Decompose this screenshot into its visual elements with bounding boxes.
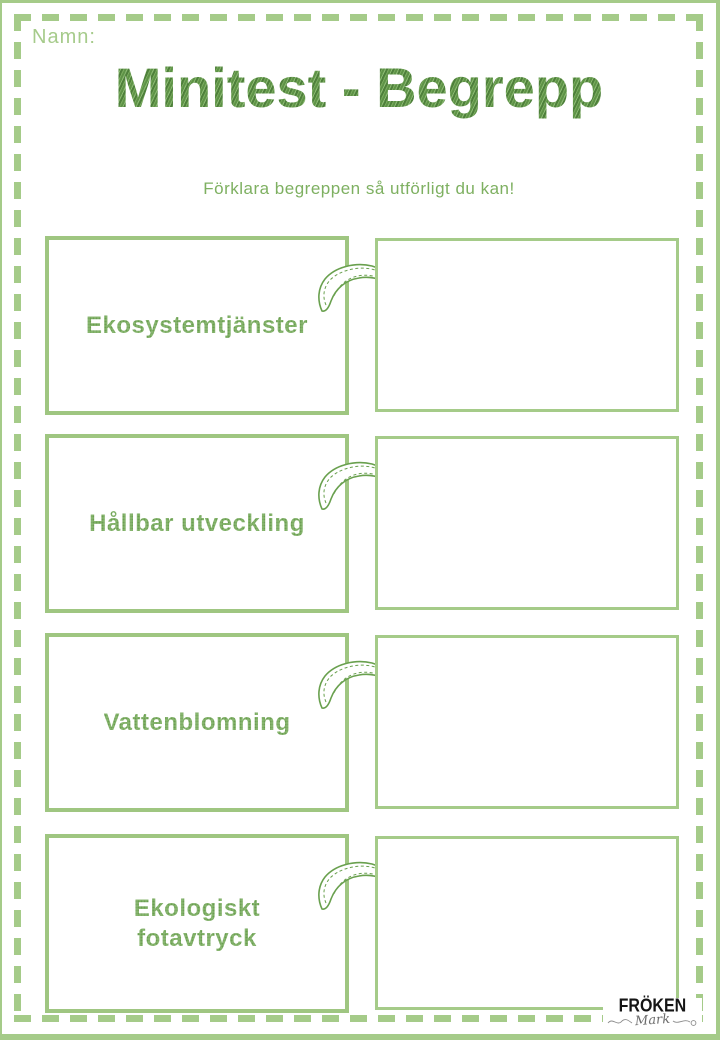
answer-box[interactable] — [375, 635, 679, 809]
concept-row-vattenblomning: Vattenblomning — [45, 633, 679, 812]
term-label: Ekologiskt fotavtryck — [133, 894, 261, 952]
term-box: Vattenblomning — [45, 633, 349, 812]
concept-row-hallbar-utveckling: Hållbar utveckling — [45, 434, 679, 613]
froken-mark-logo: FRÖKEN Mark — [602, 996, 702, 1030]
answer-box[interactable] — [375, 238, 679, 412]
term-box: Ekologiskt fotavtryck — [45, 834, 349, 1013]
dashed-border-right — [696, 14, 703, 1022]
term-box: Ekosystemtjänster — [45, 236, 349, 415]
answer-box[interactable] — [375, 436, 679, 610]
dashed-border-bottom — [14, 1015, 704, 1022]
term-box: Hållbar utveckling — [45, 434, 349, 613]
dashed-border-top — [14, 14, 704, 21]
answer-box[interactable] — [375, 836, 679, 1010]
instructions-text: Förklara begreppen så utförligt du kan! — [203, 179, 515, 198]
flourish-left-icon — [607, 1018, 633, 1023]
term-label: Ekosystemtjänster — [86, 311, 308, 339]
concept-row-ekosystemtjanster: Ekosystemtjänster — [45, 236, 679, 415]
dashed-border-left — [14, 14, 21, 1022]
page-title: Minitest - Begrepp — [2, 55, 716, 120]
logo-text-froken: FRÖKEN — [618, 996, 687, 1017]
term-label: Vattenblomning — [103, 708, 291, 736]
name-label: Namn: — [32, 26, 96, 48]
concept-row-ekologiskt-fotavtryck: Ekologiskt fotavtryck — [45, 834, 679, 1013]
term-label: Hållbar utveckling — [89, 509, 305, 537]
logo-text-mark: Mark — [634, 1011, 671, 1030]
flourish-right-icon — [672, 1019, 697, 1026]
